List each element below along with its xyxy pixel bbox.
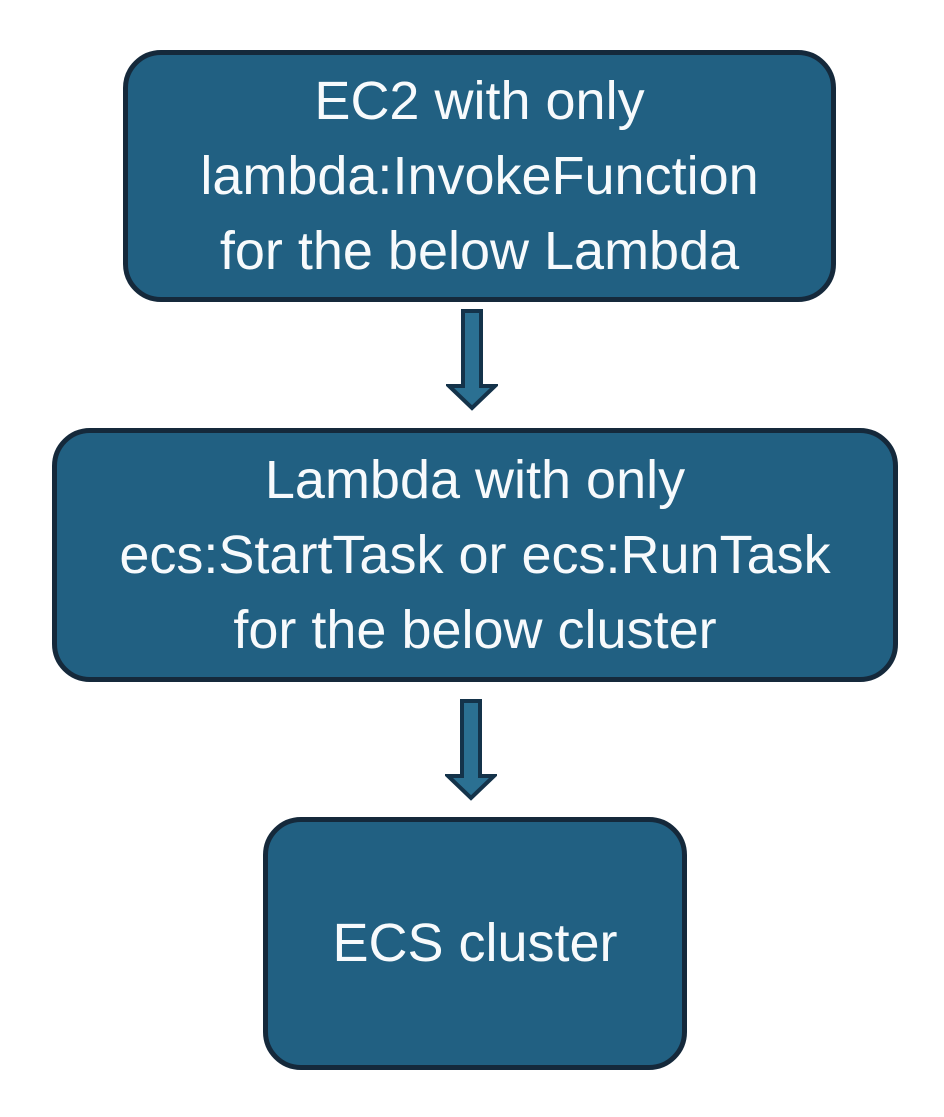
node-lambda-line-1: Lambda with only <box>264 449 686 510</box>
down-arrow-icon <box>446 309 498 411</box>
node-ec2-line-2: lambda:InvokeFunction <box>200 145 759 206</box>
node-lambda-permissions: Lambda with only ecs:StartTask or ecs:Ru… <box>52 428 898 682</box>
node-lambda-line-3: for the below cluster <box>233 599 717 660</box>
node-ecs-cluster: ECS cluster <box>263 817 687 1070</box>
down-arrow-shape <box>445 699 497 801</box>
down-arrow-icon <box>445 699 497 801</box>
node-ec2-line-3: for the below Lambda <box>219 220 740 281</box>
node-lambda-line-2: ecs:StartTask or ecs:RunTask <box>119 524 831 585</box>
node-ecs-line-1: ECS cluster <box>332 913 618 973</box>
node-ec2-permissions: EC2 with only lambda:InvokeFunction for … <box>123 50 836 302</box>
node-ec2-line-1: EC2 with only <box>314 70 645 131</box>
down-arrow-shape <box>446 309 498 411</box>
